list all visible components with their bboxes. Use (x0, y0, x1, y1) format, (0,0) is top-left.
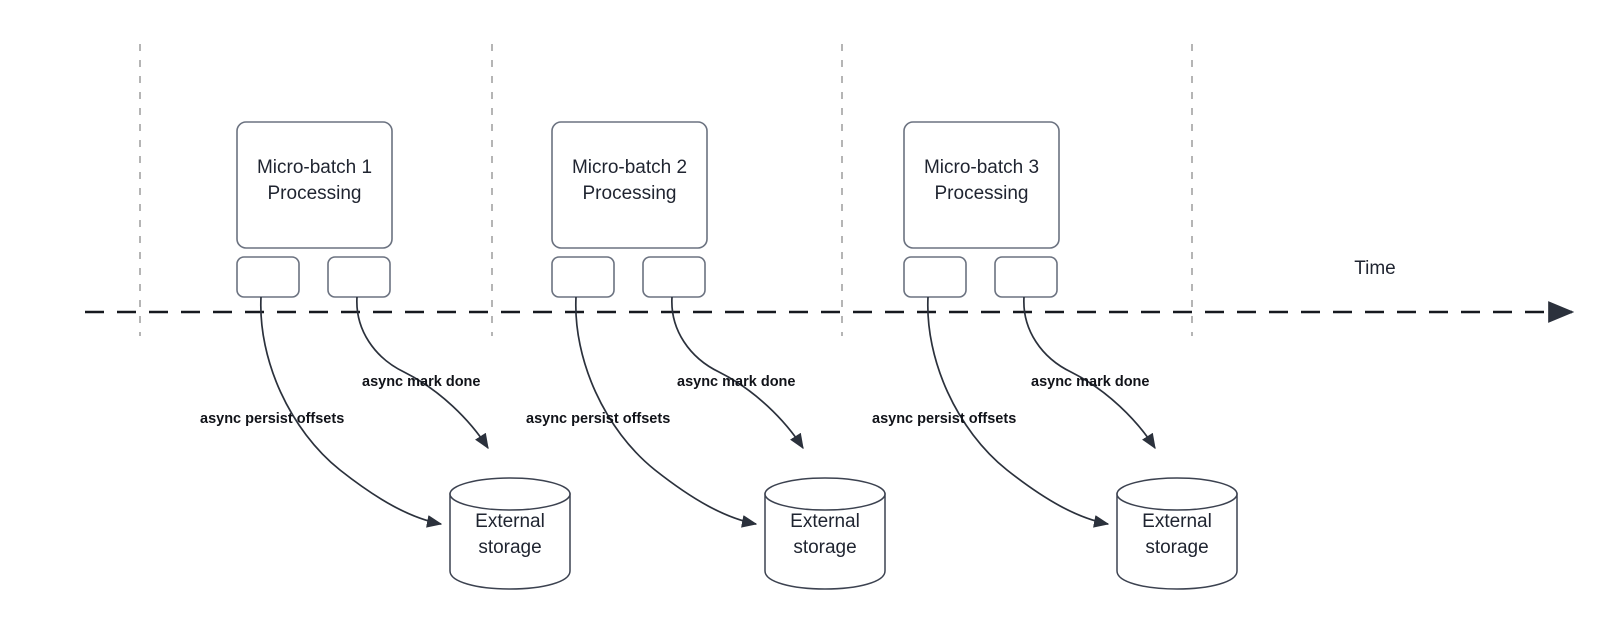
micro-batch-3-mark-done-edge (1023, 296, 1156, 450)
batch-group-2: Micro-batch 2 Processing async persist o… (526, 121, 886, 590)
micro-batch-3-task-box-2[interactable] (994, 256, 1058, 298)
micro-batch-2-mark-done-edge (671, 296, 804, 450)
cylinder-body (764, 493, 886, 590)
timeline-tick-lines (139, 44, 1193, 336)
micro-batch-2-task-box-2[interactable] (642, 256, 706, 298)
micro-batch-1-persist-offsets-edge (260, 296, 443, 528)
micro-batch-1-task-box-1[interactable] (236, 256, 300, 298)
micro-batch-3-task-box-1[interactable] (903, 256, 967, 298)
external-storage-line1: External (1142, 511, 1212, 532)
external-storage-line2: storage (1145, 537, 1208, 558)
micro-batch-1-mark-done-edge (356, 296, 489, 450)
micro-batch-3-external-storage[interactable]: External storage (1116, 477, 1238, 590)
batch-group-1: Micro-batch 1 Processing async persist o… (200, 121, 571, 590)
micro-batch-2-mark-done-label: async mark done (677, 374, 795, 390)
micro-batch-1-mark-done-label: async mark done (362, 374, 480, 390)
batch-group-3: Micro-batch 3 Processing async persist o… (872, 121, 1238, 590)
time-axis-label: Time (1354, 258, 1396, 279)
micro-batch-2-external-storage[interactable]: External storage (764, 477, 886, 590)
micro-batch-2-persist-offsets-edge (575, 296, 758, 528)
cylinder-top (764, 477, 886, 511)
micro-batch-3-title-line1: Micro-batch 3 (924, 157, 1039, 178)
external-storage-line1: External (475, 511, 545, 532)
micro-batch-3-box[interactable] (903, 121, 1060, 249)
cylinder-top (1116, 477, 1238, 511)
micro-batch-1-task-box-2[interactable] (327, 256, 391, 298)
micro-batch-2-task-box-1[interactable] (551, 256, 615, 298)
external-storage-line2: storage (478, 537, 541, 558)
micro-batch-3-persist-offsets-edge (927, 296, 1110, 528)
micro-batch-2-title-line1: Micro-batch 2 (572, 157, 687, 178)
time-axis: Time (85, 258, 1575, 323)
micro-batch-3-title-line2: Processing (935, 183, 1029, 204)
micro-batch-2-persist-offsets-label: async persist offsets (526, 411, 670, 427)
micro-batch-3-persist-offsets-label: async persist offsets (872, 411, 1016, 427)
micro-batch-2-box[interactable] (551, 121, 708, 249)
external-storage-line2: storage (793, 537, 856, 558)
micro-batch-1-title-line2: Processing (268, 183, 362, 204)
micro-batch-3-mark-done-label: async mark done (1031, 374, 1149, 390)
cylinder-body (1116, 493, 1238, 590)
cylinder-top (449, 477, 571, 511)
micro-batch-1-box[interactable] (236, 121, 393, 249)
micro-batch-1-external-storage[interactable]: External storage (449, 477, 571, 590)
cylinder-body (449, 493, 571, 590)
micro-batch-1-title-line1: Micro-batch 1 (257, 157, 372, 178)
micro-batch-1-persist-offsets-label: async persist offsets (200, 411, 344, 427)
external-storage-line1: External (790, 511, 860, 532)
micro-batch-2-title-line2: Processing (583, 183, 677, 204)
